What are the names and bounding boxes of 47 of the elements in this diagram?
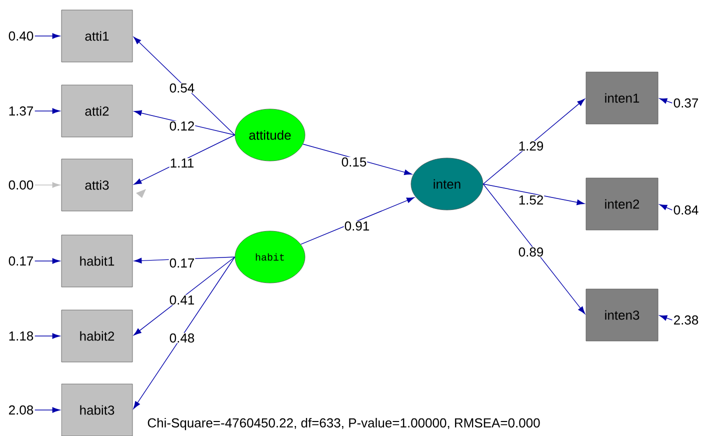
path-arrow [34, 33, 60, 39]
edge-label: 1.29 [518, 140, 544, 152]
error-variance: 0.84 [674, 205, 698, 215]
edge-label: 0.15 [340, 156, 368, 168]
observed-box: habit1 [61, 234, 133, 288]
edge-label: 0.91 [344, 220, 370, 232]
path-arrow [659, 204, 672, 210]
fit-statistics: Chi-Square=-4760450.22, df=633, P-value=1.00000, RMSEA=0.000 [148, 418, 540, 430]
path-arrow [659, 98, 672, 104]
path-arrow [302, 144, 412, 176]
edge-label: 0.17 [168, 258, 196, 268]
path-arrow [34, 333, 60, 339]
edge-label: 0.41 [168, 294, 196, 306]
edge-label: 0.48 [168, 332, 196, 344]
path-arrow [34, 258, 60, 264]
path-arrow [482, 184, 585, 206]
path-arrow [133, 256, 236, 410]
path-arrow [482, 98, 585, 184]
path-arrow [134, 36, 236, 136]
observed-box: inten1 [586, 72, 658, 124]
error-variance: 0.00 [8, 180, 34, 190]
error-variance: 2.08 [9, 405, 34, 415]
edge-label: 1.11 [169, 158, 195, 168]
error-variance: 0.40 [8, 31, 34, 41]
observed-box: habit3 [61, 384, 133, 436]
observed-box: inten3 [586, 288, 658, 342]
error-variance: 1.18 [9, 331, 34, 341]
path-arrow [300, 197, 414, 245]
path-arrow [482, 184, 586, 314]
error-variance: 0.37 [674, 98, 698, 108]
path-arrow [134, 256, 236, 336]
observed-box: atti2 [61, 84, 133, 138]
error-variance: 0.17 [8, 256, 33, 266]
error-variance: 2.38 [674, 315, 698, 325]
path-arrow [34, 407, 60, 413]
edge-label: 1.52 [518, 194, 544, 206]
observed-box: habit2 [61, 310, 133, 362]
edge-label: 0.12 [168, 120, 196, 132]
path-arrow [34, 108, 60, 114]
observed-box: atti3 [61, 158, 133, 212]
path-arrow [34, 182, 60, 188]
edge-label: 0.89 [518, 246, 544, 258]
path-arrow [659, 315, 672, 321]
edge-label: 0.54 [168, 82, 196, 94]
observed-box: atti1 [61, 10, 133, 62]
observed-box: inten2 [586, 178, 658, 230]
error-variance: 1.37 [9, 106, 33, 116]
